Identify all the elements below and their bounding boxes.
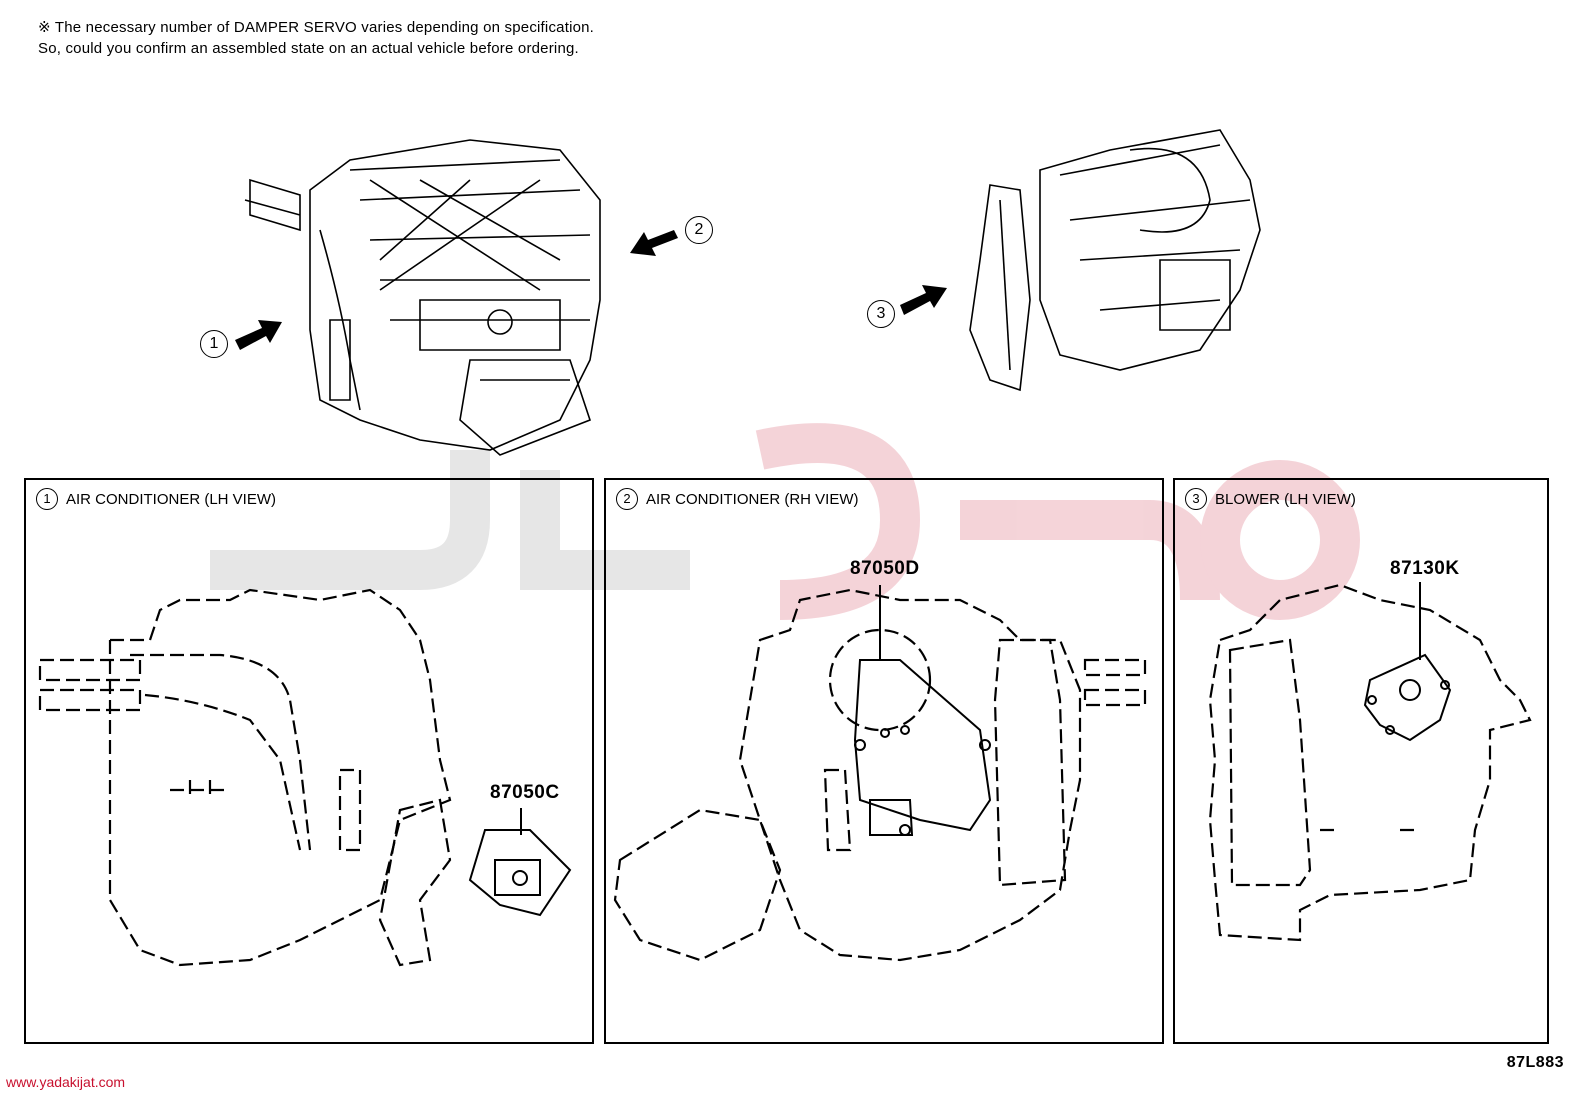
- part-number-87050c[interactable]: 87050C: [490, 782, 560, 803]
- panel-air-conditioner-rh: 2 AIR CONDITIONER (RH VIEW): [604, 478, 1164, 1044]
- blower-illustration: [969, 129, 1261, 392]
- arrow-2-icon: [630, 230, 678, 256]
- callout-number: 3: [867, 300, 895, 328]
- panel-number: 1: [36, 488, 58, 510]
- callout-number: 1: [200, 330, 228, 358]
- panel-title-text: AIR CONDITIONER (RH VIEW): [646, 490, 859, 508]
- panel-number: 3: [1185, 488, 1207, 510]
- part-number-87130k[interactable]: 87130K: [1390, 558, 1460, 579]
- panel-title-text: AIR CONDITIONER (LH VIEW): [66, 490, 277, 508]
- panel-title-text: BLOWER (LH VIEW): [1215, 490, 1356, 508]
- callout-2: 2: [685, 216, 713, 244]
- specification-note-line-2: So, could you confirm an assembled state…: [38, 40, 579, 57]
- panel-2-drawing: [613, 588, 1147, 962]
- specification-note-line-1: ※ The necessary number of DAMPER SERVO v…: [38, 19, 595, 36]
- watermark-url: www.yadakijat.com: [6, 1074, 126, 1090]
- panel-air-conditioner-lh: 1 AIR CONDITIONER (LH VIEW): [24, 478, 594, 1044]
- callout-1: 1: [200, 330, 228, 358]
- panel-title: 1 AIR CONDITIONER (LH VIEW): [36, 488, 276, 510]
- panel-1-servo: [468, 808, 572, 917]
- panel-3-servo: [1363, 582, 1452, 742]
- panel-3-drawing: [1208, 583, 1532, 942]
- view-arrows: [235, 230, 947, 350]
- panel-number: 2: [616, 488, 638, 510]
- panel-title: 2 AIR CONDITIONER (RH VIEW): [616, 488, 859, 510]
- callout-3: 3: [867, 300, 895, 328]
- part-number-87050d[interactable]: 87050D: [850, 558, 920, 579]
- panel-1-drawing: [38, 588, 452, 967]
- panel-title: 3 BLOWER (LH VIEW): [1185, 488, 1356, 510]
- callout-number: 2: [685, 216, 713, 244]
- arrow-3-icon: [900, 285, 947, 315]
- air-conditioner-illustration: [244, 139, 601, 456]
- diagram-code: 87L883: [1506, 1054, 1564, 1071]
- panel-2-servo: [853, 585, 992, 836]
- arrow-1-icon: [235, 320, 282, 350]
- panel-blower-lh: 3 BLOWER (LH VIEW): [1173, 478, 1549, 1044]
